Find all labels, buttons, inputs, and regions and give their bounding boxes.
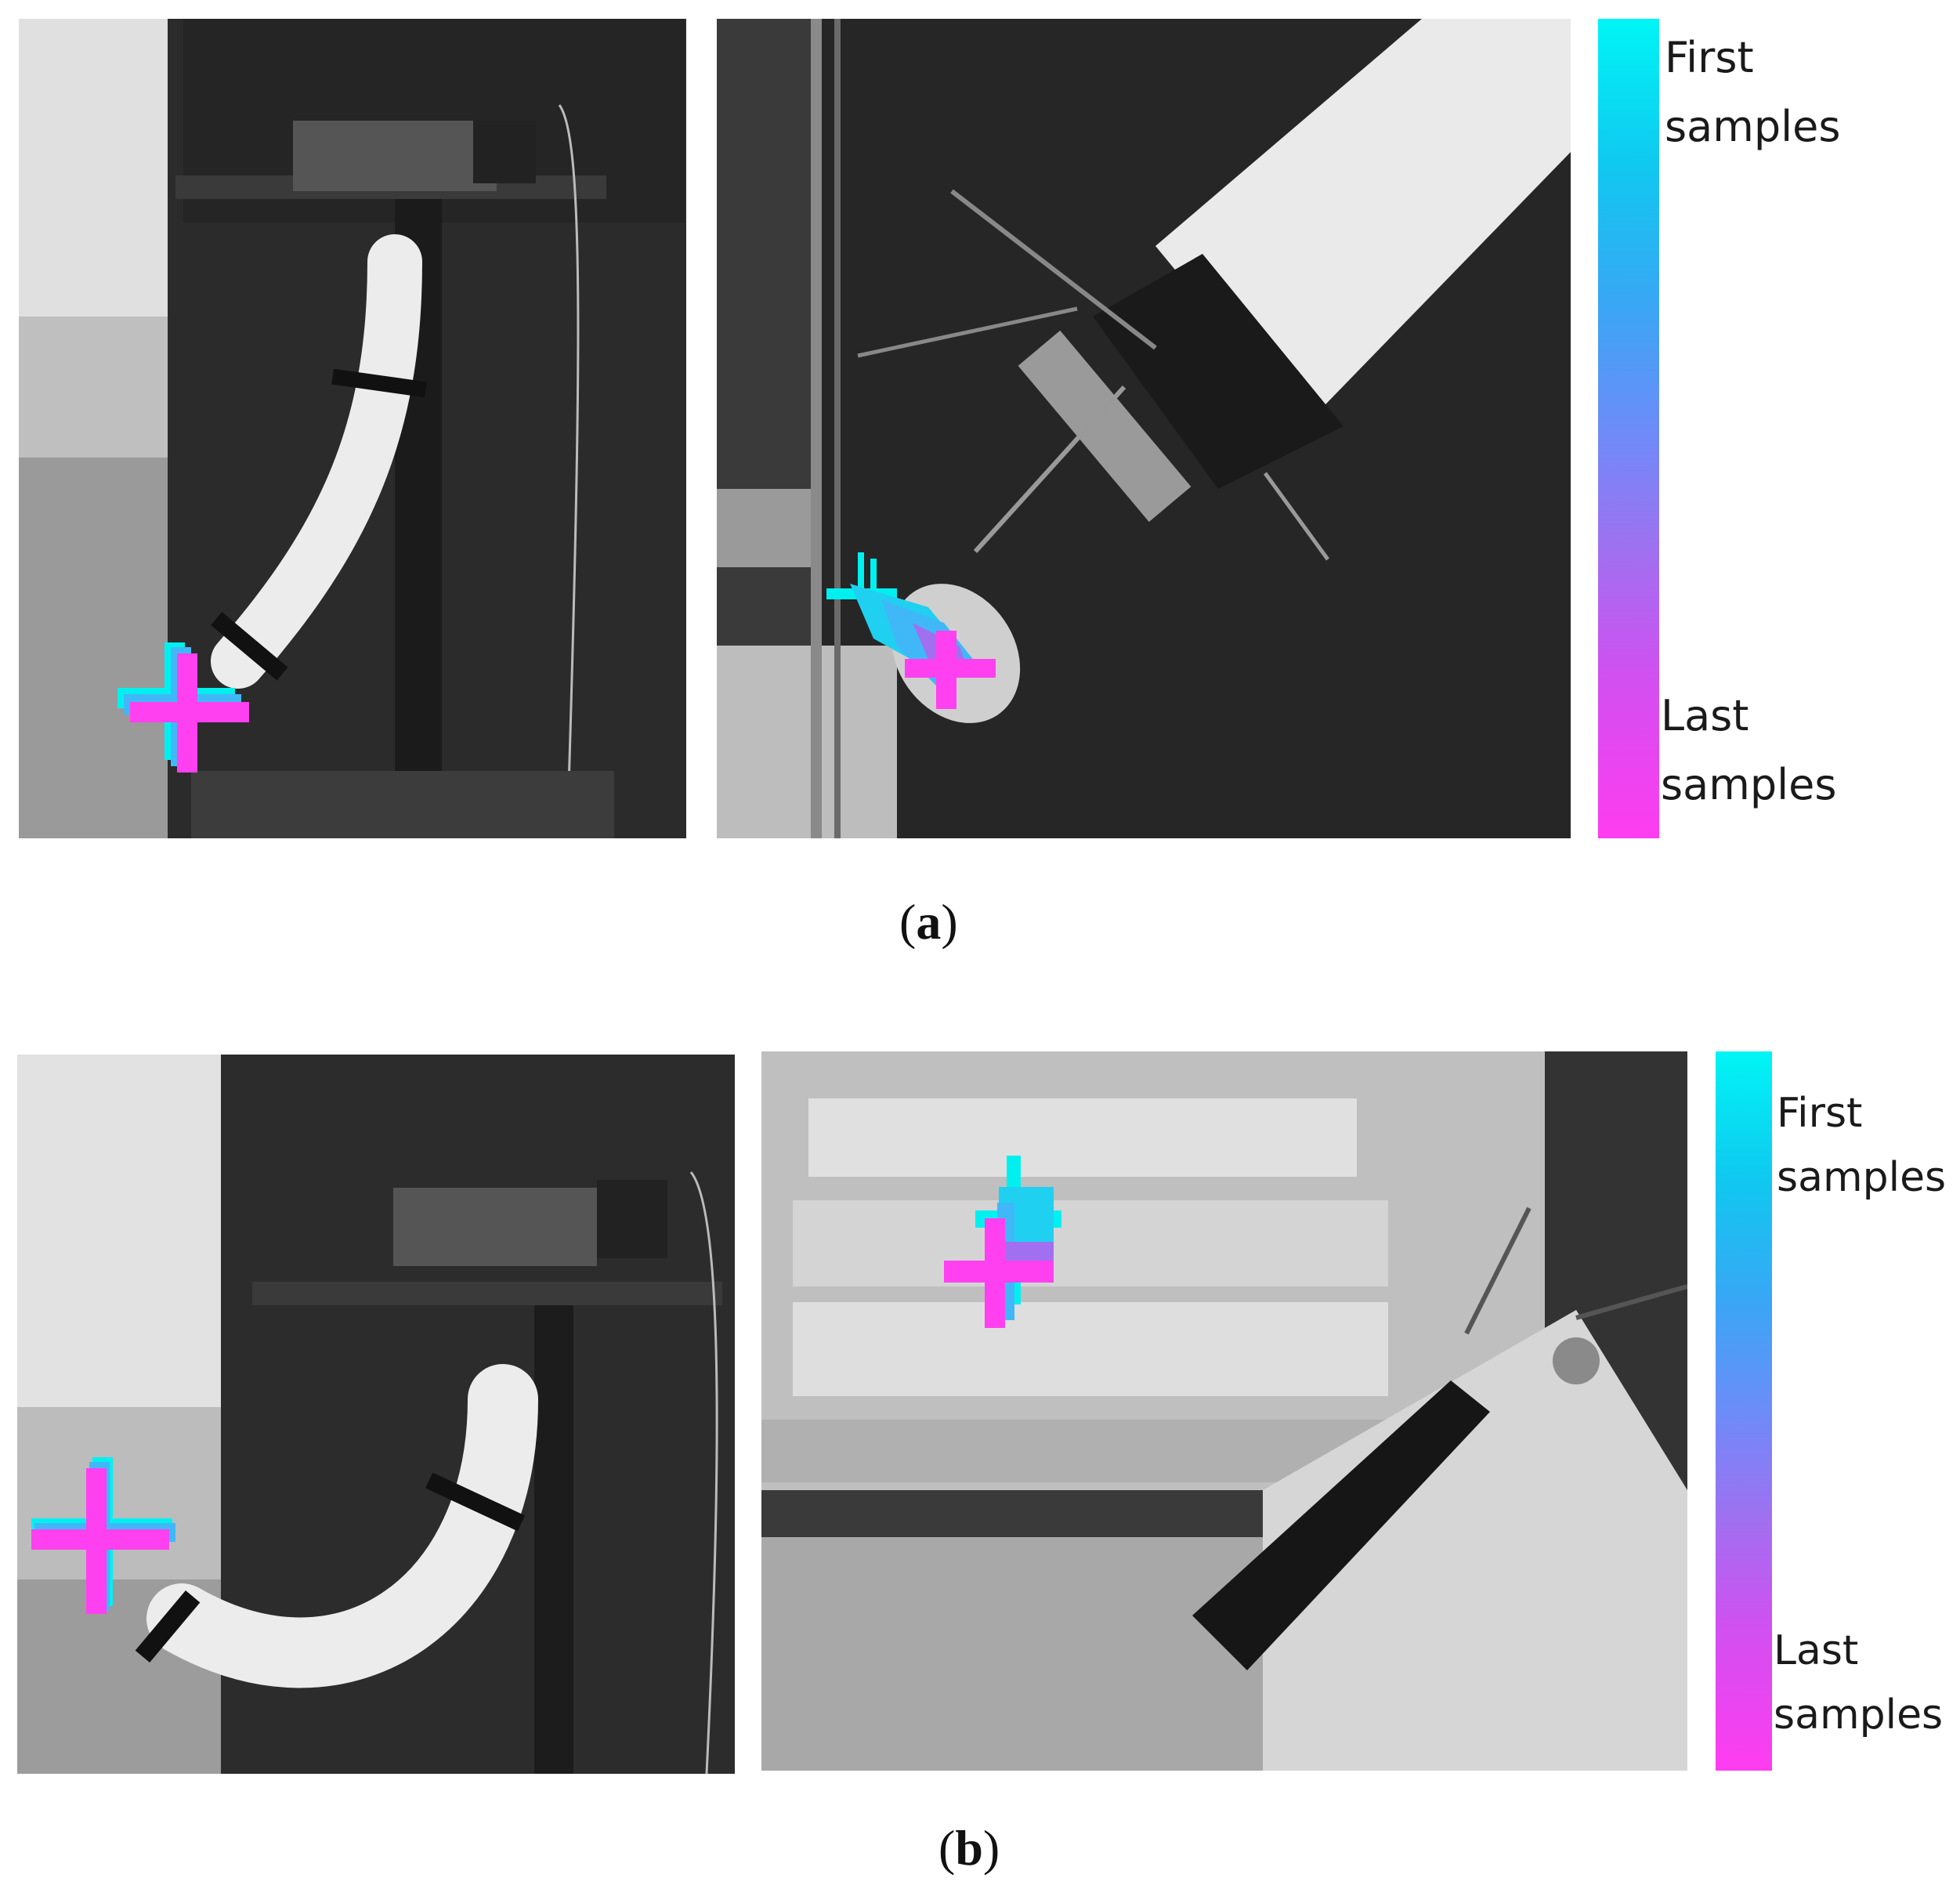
colorbar-a-last-label: Last samples <box>1661 691 1837 809</box>
caption-b-open: ( <box>938 1820 956 1876</box>
colorbar-b <box>1716 1051 1772 1771</box>
caption-b-letter: b <box>955 1820 983 1876</box>
caption-b: (b) <box>938 1819 1000 1877</box>
trajectory-marker-b-left <box>31 1457 175 1614</box>
colorbar-b-last-label: Last samples <box>1774 1627 1944 1739</box>
trajectory-marker-b-right <box>944 1156 1061 1328</box>
colorbar-a-first-label: First samples <box>1665 33 1841 151</box>
caption-b-close: ) <box>982 1820 1000 1876</box>
trajectory-marker-a-right <box>826 552 996 709</box>
photo-a-left <box>19 19 686 838</box>
photo-b-left <box>17 1055 735 1774</box>
colorbar-b-first-label: First samples <box>1777 1090 1947 1201</box>
caption-a: (a) <box>899 893 958 951</box>
photo-a-right <box>717 19 1571 838</box>
caption-a-open: ( <box>899 894 917 950</box>
caption-a-close: ) <box>941 894 958 950</box>
photo-b-right <box>761 1051 1687 1771</box>
trajectory-marker-a-left <box>118 642 249 773</box>
colorbar-a <box>1598 19 1659 838</box>
caption-a-letter: a <box>916 894 942 950</box>
